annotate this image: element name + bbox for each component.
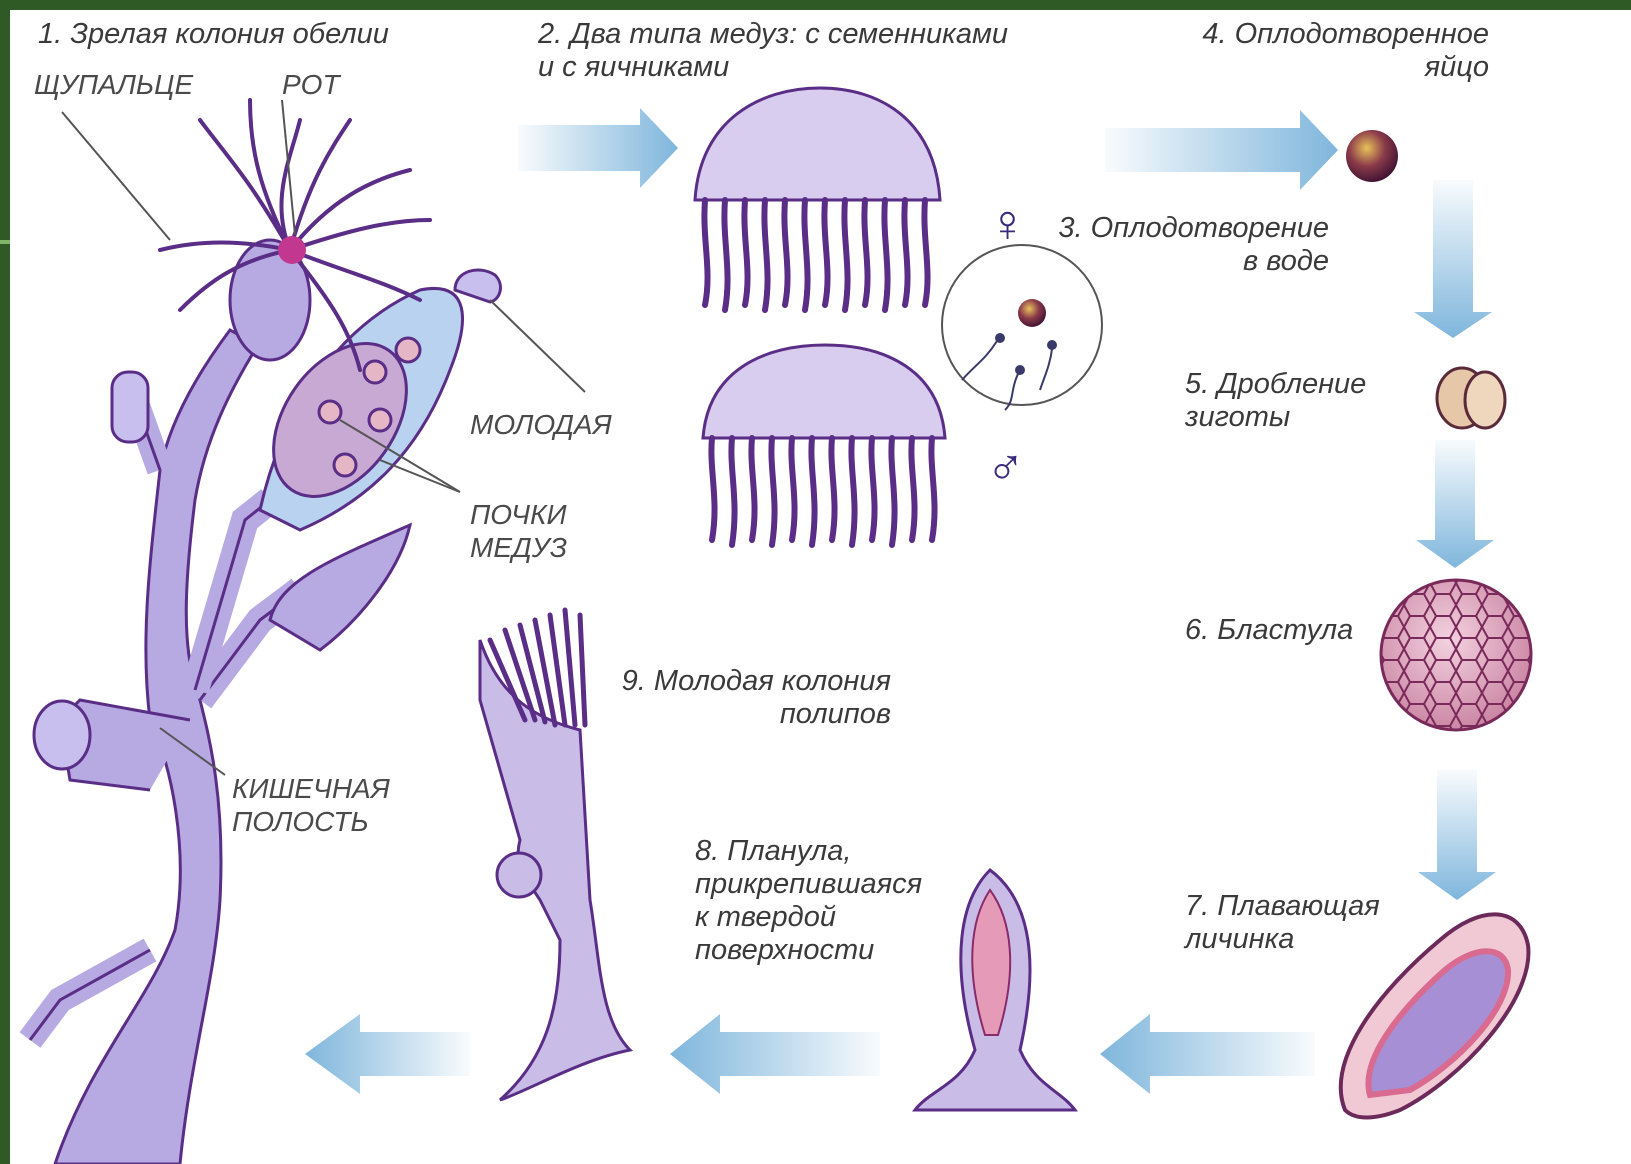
obelia-colony xyxy=(30,240,500,1164)
arrow-right-2 xyxy=(1105,110,1338,190)
stage-7-label: 7. Плавающая личинка xyxy=(1185,890,1380,956)
stage-9-label: 9. Молодая колония полипов xyxy=(622,665,891,731)
female-symbol: ♀ xyxy=(988,196,1027,252)
tentacle-label: ЩУПАЛЬЦЕ xyxy=(34,68,193,101)
stage-5-label: 5. Дробление зиготы xyxy=(1185,368,1366,434)
arrow-left-2 xyxy=(670,1014,880,1094)
medusa-buds-label: ПОЧКИ МЕДУЗ xyxy=(470,498,567,564)
arrow-down-2 xyxy=(1416,440,1494,568)
stage-8-label: 8. Планула, прикрепившаяся к твердой пов… xyxy=(695,835,922,967)
medusa-male xyxy=(695,88,940,310)
mouth-label: РОТ xyxy=(282,68,340,101)
arrow-left-1 xyxy=(1100,1014,1315,1094)
stage-6-label: 6. Бластула xyxy=(1185,614,1353,647)
young-polyp-colony xyxy=(480,610,630,1100)
attached-planula xyxy=(915,870,1075,1110)
arrow-down-3 xyxy=(1418,770,1496,900)
stage-1-label: 1. Зрелая колония обелии xyxy=(38,18,389,51)
zygote-cleavage xyxy=(1437,368,1505,428)
polyp-mouth xyxy=(278,236,306,264)
arrow-left-3 xyxy=(305,1014,470,1094)
blastula xyxy=(1381,580,1531,730)
stage-3-label: 3. Оплодотворение в воде xyxy=(1058,212,1329,278)
fertilized-egg xyxy=(1346,130,1398,182)
arrow-right-1 xyxy=(518,108,678,188)
male-symbol: ♂ xyxy=(986,440,1025,496)
medusa-female xyxy=(703,345,945,545)
arrow-down-1 xyxy=(1414,180,1492,338)
gut-cavity-label: КИШЕЧНАЯ ПОЛОСТЬ xyxy=(232,772,390,838)
sperm-cells xyxy=(962,334,1056,410)
young-medusa-label: МОЛОДАЯ xyxy=(470,408,612,441)
egg-in-water xyxy=(1018,299,1046,327)
stage-4-label: 4. Оплодотворенное яйцо xyxy=(1202,18,1489,84)
stage-2-label: 2. Два типа медуз: с семенниками и с яич… xyxy=(538,18,1008,84)
